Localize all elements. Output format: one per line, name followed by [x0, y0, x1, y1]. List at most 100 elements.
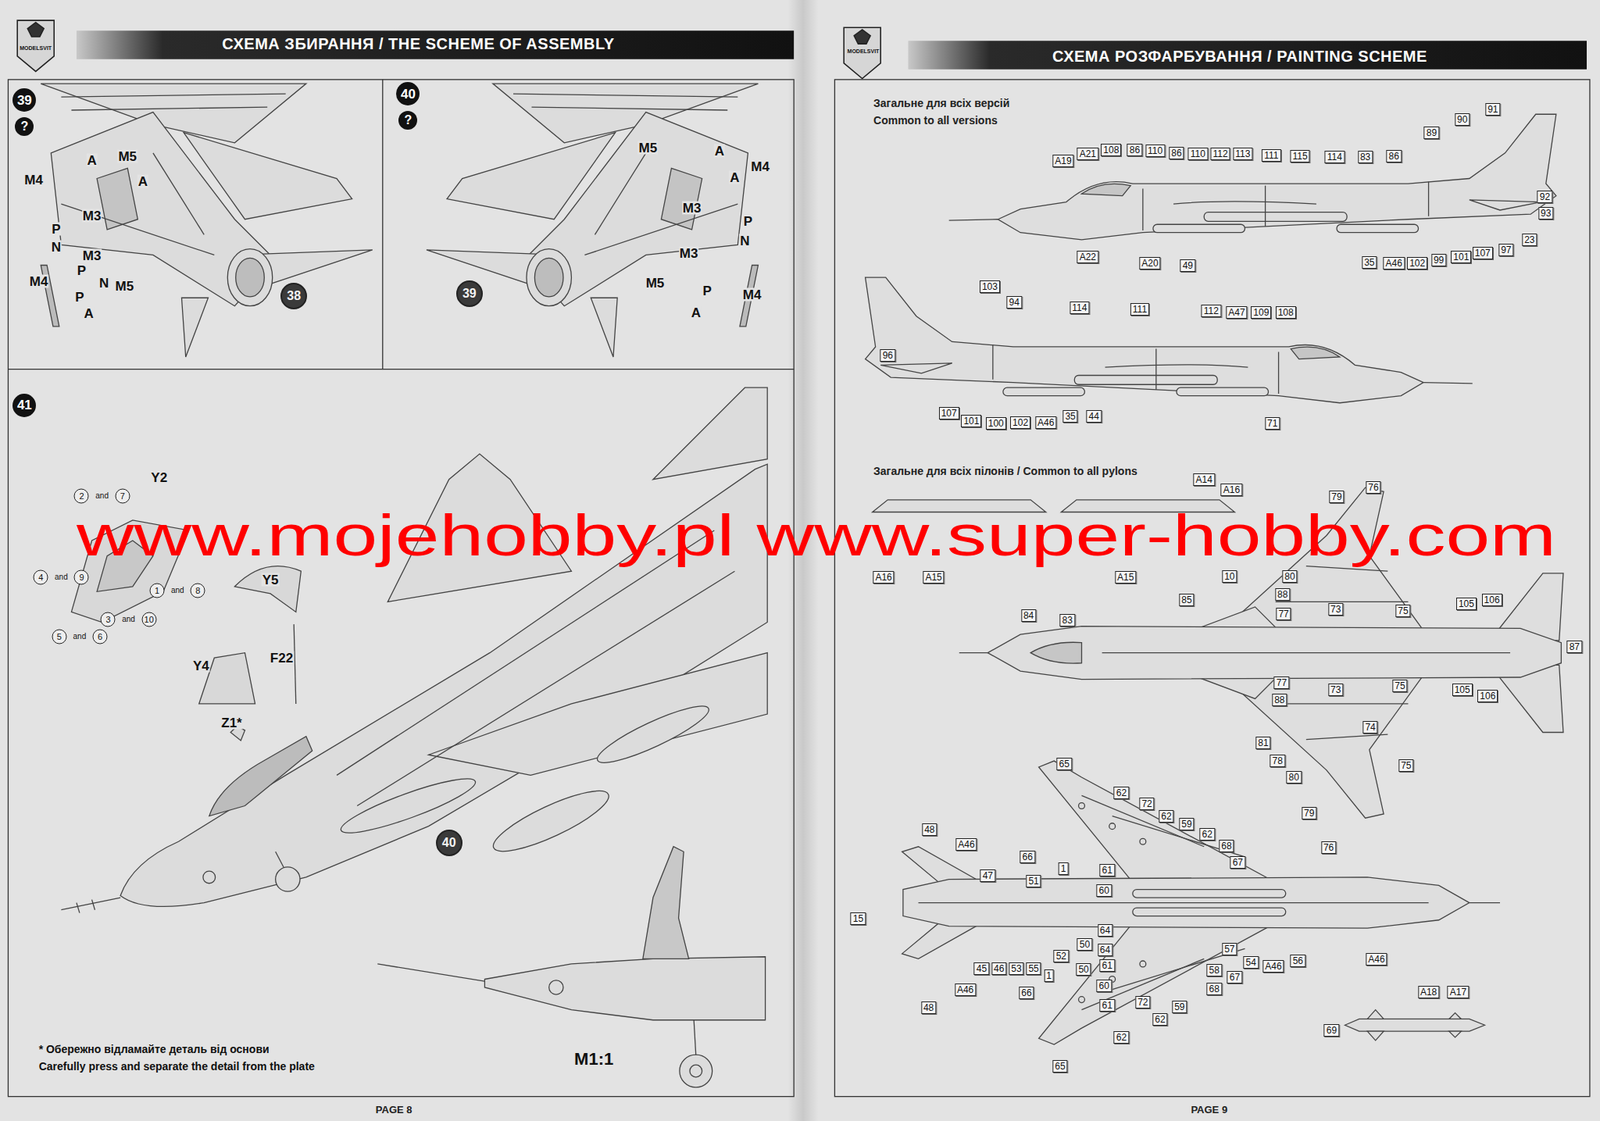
aircraft-3d-view: [653, 387, 768, 480]
callout-number: 62: [1158, 810, 1174, 823]
callout-number: 99: [1431, 253, 1447, 267]
joining-word: and: [54, 573, 68, 582]
callout-number: 62: [1152, 1013, 1168, 1026]
callout-number: 93: [1538, 207, 1554, 220]
part-letter: A: [85, 153, 97, 168]
callout-number: 101: [960, 414, 982, 428]
rear-fuselage-drawing: [71, 107, 268, 111]
callout-number: A16: [872, 571, 894, 584]
joining-word: and: [73, 632, 87, 641]
side-view-aircraft: [1153, 224, 1246, 233]
callout-number: 67: [1230, 856, 1246, 869]
part-letter: M3: [82, 208, 103, 222]
part-letter: M3: [678, 246, 700, 260]
callout-number: A15: [922, 571, 944, 584]
missile-drawing: [1449, 1031, 1462, 1038]
callout-number: A46: [955, 838, 977, 851]
section-heading: Загальне для всіх пілонів / Common to al…: [873, 465, 1138, 477]
callout-number: 112: [1201, 304, 1222, 318]
reference-step: 38: [280, 282, 308, 310]
aircraft-3d-view: [428, 653, 768, 776]
callout-number: 86: [1385, 150, 1401, 163]
aircraft-3d-view: [275, 867, 300, 892]
section-heading: Загальне для всіх версій: [873, 97, 1010, 109]
callout-number: 88: [1271, 693, 1287, 707]
callout-number: 85: [1178, 593, 1194, 607]
part-letter: A: [82, 306, 94, 320]
callout-number: 101: [1450, 250, 1472, 264]
callout-number: 73: [1328, 603, 1343, 616]
callout-number: 15: [850, 912, 866, 925]
callout-number: 60: [1096, 979, 1112, 993]
callout-number: 69: [1324, 1024, 1340, 1037]
callout-number: 49: [1180, 259, 1196, 272]
question-mark: ?: [398, 110, 418, 130]
bottom-view-aircraft: [902, 923, 1276, 1045]
callout-number: 103: [979, 280, 1000, 293]
callout-number: A14: [1193, 473, 1215, 486]
callout-number: 56: [1290, 954, 1306, 968]
part-circle: 4: [33, 570, 49, 586]
callout-number: A46: [954, 983, 976, 997]
callout-number: 75: [1398, 759, 1414, 772]
missile-drawing: [1367, 1031, 1384, 1041]
part-letter: A: [728, 171, 740, 185]
part-letter: M5: [117, 149, 138, 163]
callout-number: A46: [1382, 257, 1404, 270]
side-view-aircraft: [949, 114, 1557, 240]
callout-number: 77: [1274, 676, 1290, 690]
side-view-aircraft: [1203, 212, 1347, 222]
page-number: PAGE 8: [375, 1103, 413, 1115]
callout-number: 58: [1207, 964, 1222, 977]
callout-number: 48: [921, 823, 937, 836]
callout-number: 62: [1114, 786, 1129, 800]
aircraft-3d-view: [209, 736, 313, 817]
part-letter: Z1*: [220, 715, 243, 729]
callout-number: A15: [1114, 571, 1136, 584]
aircraft-3d-view: [592, 697, 714, 772]
callout-number: 92: [1537, 190, 1553, 204]
part-circle: 8: [190, 583, 206, 599]
callout-number: 57: [1221, 942, 1237, 956]
callout-number: 67: [1227, 971, 1243, 984]
bottom-view-aircraft: [902, 846, 983, 883]
panel-frame: [7, 79, 1590, 1097]
bottom-view-aircraft: [903, 877, 1470, 929]
part-letter: A: [690, 305, 702, 319]
side-view-aircraft: [1428, 181, 1429, 216]
top-view-aircraft: [1306, 566, 1388, 572]
rear-fuselage-drawing: [235, 257, 265, 297]
callout-number: A46: [1262, 960, 1284, 973]
callout-number: 52: [1053, 950, 1069, 963]
logo-shield: [27, 22, 44, 37]
callout-number: 111: [1130, 303, 1150, 316]
logo-text: MODELSVIT: [847, 48, 880, 54]
rear-fuselage-drawing: [181, 297, 208, 358]
side-view-aircraft: [1142, 189, 1143, 232]
callout-number: 23: [1521, 233, 1537, 247]
callout-number: 1: [1043, 969, 1054, 983]
aircraft-3d-view: [357, 571, 735, 806]
callout-number: 113: [1232, 147, 1253, 161]
callout-number: 108: [1100, 143, 1122, 157]
callout-number: 59: [1171, 1000, 1187, 1014]
step-number: 39: [12, 88, 36, 112]
bottom-view-aircraft: [1081, 795, 1204, 847]
bottom-view-aircraft: [1139, 838, 1147, 845]
rear-fuselage-drawing: [426, 83, 758, 358]
callout-number: A21: [1077, 147, 1099, 161]
callout-number: A47: [1225, 306, 1247, 319]
logo-text: MODELSVIT: [19, 45, 52, 51]
nose-detail-inset: [693, 1020, 697, 1057]
callout-number: 79: [1328, 490, 1344, 504]
page-number: PAGE 9: [1190, 1103, 1228, 1115]
callout-number: 65: [1052, 1060, 1068, 1073]
callout-number: 107: [939, 407, 960, 420]
logo-shield: [17, 20, 54, 72]
logo-shield: [853, 29, 871, 44]
callout-number: 35: [1361, 256, 1377, 269]
missile-drawing: [1344, 1010, 1485, 1041]
callout-number: 62: [1199, 828, 1215, 841]
aircraft-3d-view: [60, 897, 121, 911]
